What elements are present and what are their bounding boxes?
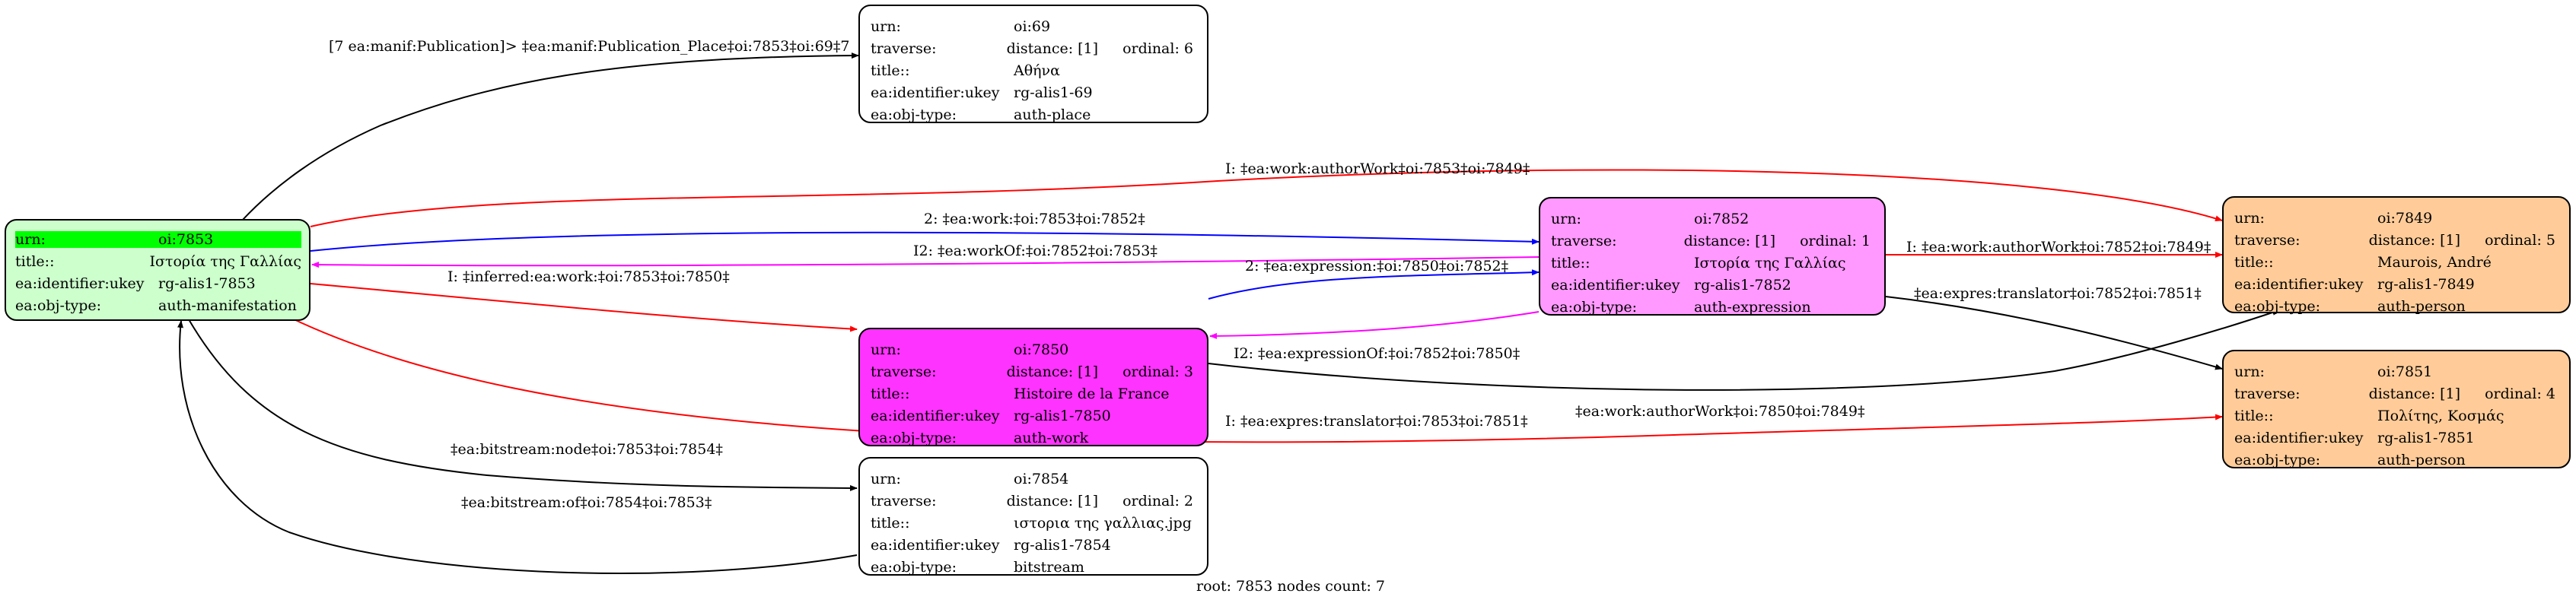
node-row-title: title::Histoire de la France bbox=[871, 385, 1170, 402]
edge-workof-7852-7853 bbox=[311, 256, 1540, 268]
edge-bitstream-node bbox=[188, 319, 858, 491]
edge-label-inferred: I: ‡inferred:ea:work:‡oi:7853‡oi:7850‡ bbox=[447, 268, 730, 285]
edge-inferred-7853-7850 bbox=[310, 283, 858, 332]
node-row-objtype: ea:obj-type:bitstream bbox=[871, 558, 1084, 576]
node-row-objtype: ea:obj-type:auth-manifestation bbox=[15, 297, 297, 314]
node-row-urn: urn:oi:7853 bbox=[15, 228, 301, 250]
edge-expression-7850-7852 bbox=[1208, 269, 1540, 300]
edge-label-expressionof: I2: ‡ea:expressionOf:‡oi:7852‡oi:7850‡ bbox=[1234, 345, 1520, 362]
node-7853[interactable]: urn:oi:7853 title::Ιστορία της Γαλλίας e… bbox=[5, 219, 310, 321]
graph-footer: root: 7853 nodes count: 7 bbox=[1196, 578, 1386, 595]
node-row-urn: urn:oi:7850 bbox=[871, 341, 1069, 358]
node-row-traverse: traverse:distance: [1]ordinal: 5 bbox=[2234, 231, 2555, 249]
edge-bitstream-of bbox=[177, 320, 858, 574]
edge-authorwork-7853-7849 bbox=[310, 169, 2223, 227]
node-7850[interactable]: urn:oi:7850 traverse:distance: [1]ordina… bbox=[858, 328, 1208, 446]
node-7854[interactable]: urn:oi:7854 traverse:distance: [1]ordina… bbox=[858, 457, 1208, 576]
edge-label-workof: I2: ‡ea:workOf:‡oi:7852‡oi:7853‡ bbox=[913, 243, 1157, 259]
node-row-urn: urn:oi:69 bbox=[871, 17, 1051, 35]
edge-label-authorwork-7852-7849: I: ‡ea:work:authorWork‡oi:7852‡oi:7849‡ bbox=[1906, 239, 2211, 255]
node-7851[interactable]: urn:oi:7851 traverse:distance: [1]ordina… bbox=[2222, 350, 2571, 468]
edge-label-bitstream-node: ‡ea:bitstream:node‡oi:7853‡oi:7854‡ bbox=[451, 441, 723, 458]
edge-label-authorwork-7853-7849: I: ‡ea:work:authorWork‡oi:7853‡oi:7849‡ bbox=[1225, 160, 1530, 177]
edge-label-translator-7853-7851: I: ‡ea:expres:translator‡oi:7853‡oi:7851… bbox=[1225, 413, 1528, 430]
edge-authorwork-7850-7849 bbox=[1208, 309, 2280, 391]
node-row-urn: urn:oi:7849 bbox=[2234, 209, 2433, 227]
node-row-title: title::Αθήνα bbox=[871, 62, 1060, 79]
node-row-title: title::Maurois, André bbox=[2234, 253, 2492, 271]
node-row-objtype: ea:obj-type:auth-work bbox=[871, 429, 1089, 446]
edge-work-7853-7852 bbox=[310, 231, 1540, 252]
node-7849[interactable]: urn:oi:7849 traverse:distance: [1]ordina… bbox=[2222, 196, 2571, 315]
node-row-objtype: ea:obj-type:auth-expression bbox=[1551, 298, 1811, 316]
node-row-objtype: ea:obj-type:auth-place bbox=[871, 106, 1091, 123]
edge-label-expression: 2: ‡ea:expression:‡oi:7850‡oi:7852‡ bbox=[1245, 258, 1509, 275]
node-row-traverse: traverse:distance: [1]ordinal: 6 bbox=[871, 40, 1193, 57]
node-row-title: title::Ιστορία της Γαλλίας bbox=[1551, 254, 1846, 271]
edge-label-work-7853-7852: 2: ‡ea:work:‡oi:7853‡oi:7852‡ bbox=[924, 211, 1145, 227]
node-row-title: title::Ιστορία της Γαλλίας bbox=[15, 252, 301, 270]
node-row-urn: urn:oi:7852 bbox=[1551, 210, 1750, 227]
node-row-urn: urn:oi:7854 bbox=[871, 470, 1069, 487]
edge-expressionof-7852-7850 bbox=[1209, 311, 1540, 339]
edge-translator-7852-7851 bbox=[1885, 296, 2223, 370]
edge-label-translator-7852-7851: ‡ea:expres:translator‡oi:7852‡oi:7851‡ bbox=[1914, 285, 2202, 302]
edge-label-authorwork-7850-7849: ‡ea:work:authorWork‡oi:7850‡oi:7849‡ bbox=[1575, 403, 1865, 420]
node-row-traverse: traverse:distance: [1]ordinal: 1 bbox=[1551, 232, 1871, 249]
node-row-traverse: traverse:distance: [1]ordinal: 3 bbox=[871, 363, 1193, 380]
node-row-objtype: ea:obj-type:auth-person bbox=[2234, 451, 2466, 468]
node-row-traverse: traverse:distance: [1]ordinal: 2 bbox=[871, 492, 1193, 509]
node-row-urn: urn:oi:7851 bbox=[2234, 363, 2433, 380]
node-7852[interactable]: urn:oi:7852 traverse:distance: [1]ordina… bbox=[1539, 197, 1886, 316]
edge-label-bitstream-of: ‡ea:bitstream:of‡oi:7854‡oi:7853‡ bbox=[461, 494, 712, 511]
node-row-objtype: ea:obj-type:auth-person bbox=[2234, 297, 2466, 315]
node-row-title: title::ιστορια της γαλλιας.jpg bbox=[871, 514, 1192, 532]
edge-publication-place bbox=[241, 52, 859, 221]
node-row-title: title::Πολίτης, Κοσμάς bbox=[2234, 407, 2504, 424]
node-row-traverse: traverse:distance: [1]ordinal: 4 bbox=[2234, 385, 2555, 402]
edge-translator-7853-7851 bbox=[290, 317, 2223, 443]
edge-label-publication-place: [7 ea:manif:Publication]> ‡ea:manif:Publ… bbox=[329, 38, 850, 55]
node-69[interactable]: urn:oi:69 traverse:distance: [1]ordinal:… bbox=[858, 5, 1208, 123]
